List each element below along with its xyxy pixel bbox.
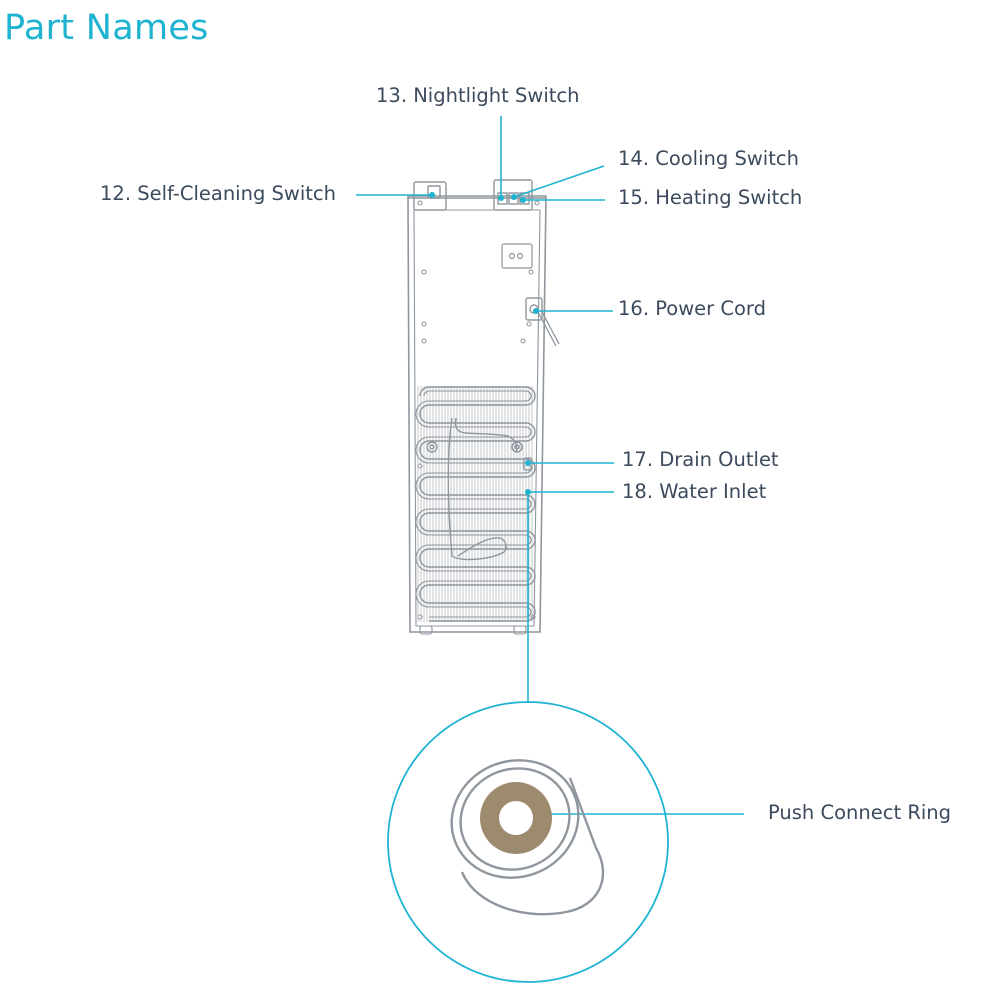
label-push-connect-ring: Push Connect Ring	[768, 801, 952, 824]
push-connect-ring	[480, 782, 552, 854]
page-title: Part Names	[4, 8, 209, 48]
label-water-inlet: 18. Water Inlet	[622, 480, 767, 503]
self-cleaning-switch-box	[413, 181, 447, 211]
label-drain-outlet: 17. Drain Outlet	[622, 448, 779, 471]
label-plate	[501, 243, 533, 269]
leader-cooling-switch	[513, 165, 605, 198]
drain-outlet	[523, 457, 533, 471]
label-heating-switch: 15. Heating Switch	[618, 186, 803, 209]
power-cord-socket	[525, 297, 560, 347]
panel-screws	[417, 200, 540, 620]
label-nightlight-switch: 13. Nightlight Switch	[376, 84, 580, 107]
label-cooling-switch: 14. Cooling Switch	[618, 147, 799, 170]
label-self-cleaning-switch: 12. Self-Cleaning Switch	[100, 182, 336, 205]
dispenser-back-panel	[407, 195, 547, 635]
detail-magnifier-circle	[387, 701, 669, 983]
condenser-grille	[417, 386, 533, 622]
nightlight-switch-box	[493, 179, 533, 211]
water-inlet-fitting	[450, 759, 605, 916]
label-power-cord: 16. Power Cord	[618, 297, 766, 320]
